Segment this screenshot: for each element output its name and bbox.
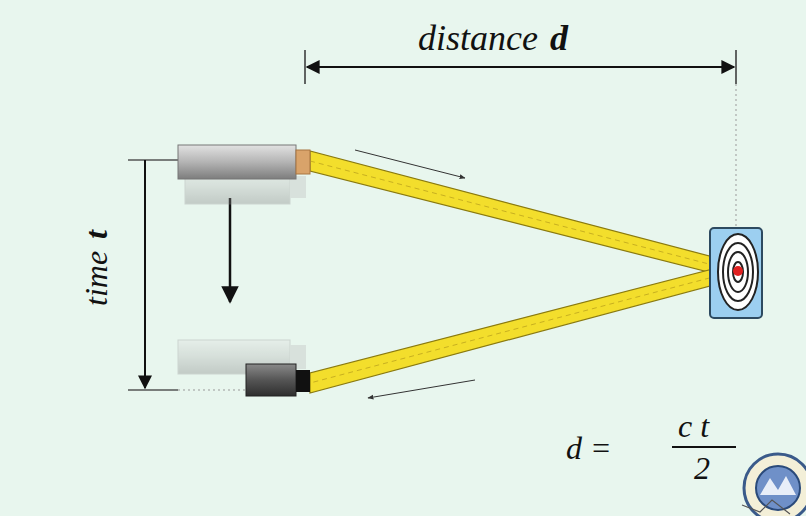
camera-bottom bbox=[178, 340, 310, 396]
dimension-label: distance bbox=[418, 20, 538, 56]
formula-text: d = bbox=[566, 432, 612, 464]
distance-dimension bbox=[305, 50, 736, 228]
dimension-label: time bbox=[80, 251, 112, 306]
formula-denominator: 2 bbox=[694, 452, 710, 484]
dimension-symbol: t bbox=[80, 230, 112, 239]
logo-seal bbox=[742, 454, 806, 516]
dimension-symbol: d bbox=[550, 20, 568, 56]
target bbox=[710, 228, 762, 318]
light-beam bbox=[310, 150, 736, 398]
camera-top bbox=[178, 145, 310, 204]
fraction-bar bbox=[672, 446, 736, 448]
formula-numerator: c t bbox=[678, 410, 709, 442]
movement-arrow bbox=[229, 198, 232, 302]
